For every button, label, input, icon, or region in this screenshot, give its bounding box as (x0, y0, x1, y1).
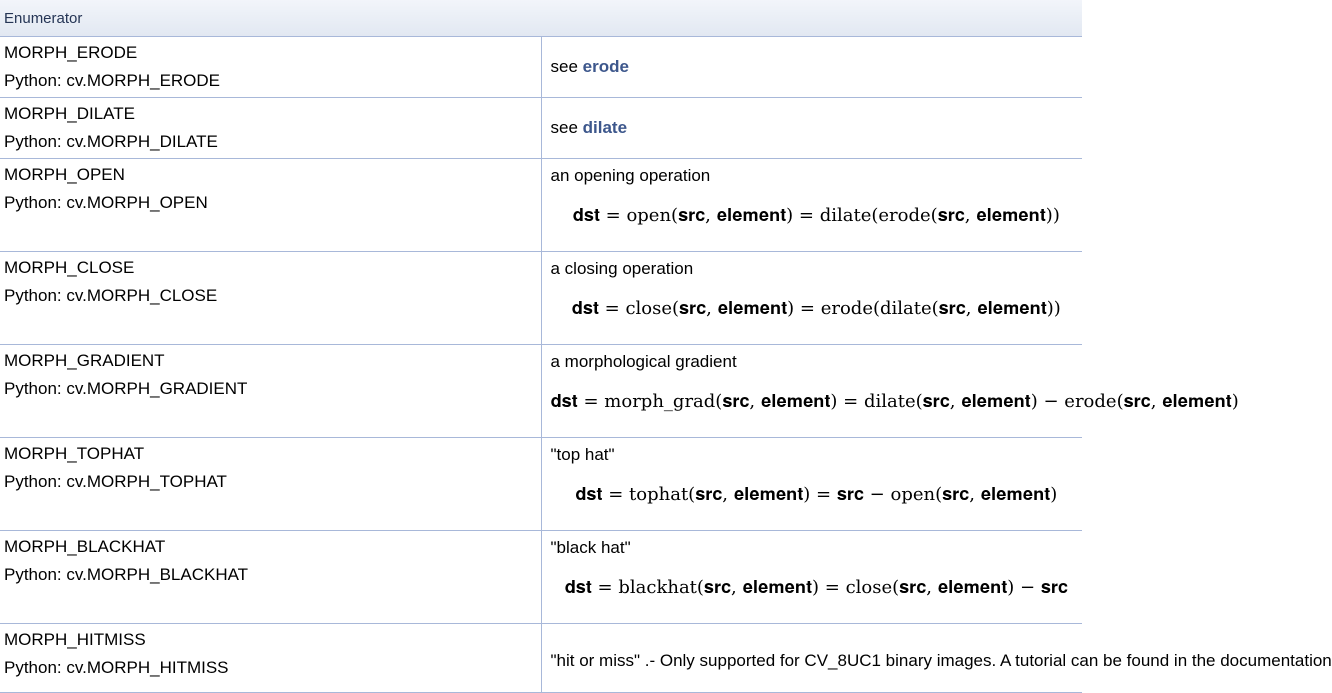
enum-description-cell: a morphological gradient 𝐝𝐬𝐭 = morph_gra… (541, 344, 1239, 438)
enum-python-name: Python: cv.MORPH_BLACKHAT (4, 565, 249, 584)
table-row: MORPH_OPEN Python: cv.MORPH_OPEN an open… (0, 158, 1082, 252)
formula: 𝐝𝐬𝐭 = close(𝐬𝐫𝐜, 𝐞𝐥𝐞𝐦𝐞𝐧𝐭) = erode(dilate… (571, 298, 1061, 319)
table-header-row: Enumerator (0, 0, 1082, 37)
enum-python-name: Python: cv.MORPH_TOPHAT (4, 472, 227, 491)
enum-description-cell: see dilate (541, 97, 1082, 159)
enum-description: "hit or miss" .- Only supported for CV_8… (550, 651, 1332, 670)
enumerator-header: Enumerator (0, 0, 1082, 37)
enum-name: MORPH_OPEN (4, 165, 125, 184)
formula: 𝐝𝐬𝐭 = blackhat(𝐬𝐫𝐜, 𝐞𝐥𝐞𝐦𝐞𝐧𝐭) = close(𝐬𝐫𝐜… (564, 577, 1068, 598)
enum-description-cell: "top hat" 𝐝𝐬𝐭 = tophat(𝐬𝐫𝐜, 𝐞𝐥𝐞𝐦𝐞𝐧𝐭) = 𝐬… (541, 437, 1082, 531)
enum-name-cell: MORPH_BLACKHAT Python: cv.MORPH_BLACKHAT (0, 530, 542, 624)
enum-python-name: Python: cv.MORPH_OPEN (4, 193, 208, 212)
enum-name-cell: MORPH_GRADIENT Python: cv.MORPH_GRADIENT (0, 344, 542, 438)
table-row: MORPH_ERODE Python: cv.MORPH_ERODE see e… (0, 36, 1082, 98)
enum-description-cell: see erode (541, 36, 1082, 98)
see-text: see (550, 57, 583, 76)
enum-description: "top hat" (550, 445, 615, 464)
table-row: MORPH_TOPHAT Python: cv.MORPH_TOPHAT "to… (0, 437, 1082, 531)
enum-name: MORPH_TOPHAT (4, 444, 145, 463)
enum-name: MORPH_BLACKHAT (4, 537, 166, 556)
table-row: MORPH_BLACKHAT Python: cv.MORPH_BLACKHAT… (0, 530, 1082, 624)
enum-name-cell: MORPH_TOPHAT Python: cv.MORPH_TOPHAT (0, 437, 542, 531)
table-row: MORPH_DILATE Python: cv.MORPH_DILATE see… (0, 97, 1082, 159)
enum-name-cell: MORPH_OPEN Python: cv.MORPH_OPEN (0, 158, 542, 252)
enum-python-name: Python: cv.MORPH_HITMISS (4, 658, 229, 677)
enum-python-name: Python: cv.MORPH_GRADIENT (4, 379, 248, 398)
enum-description-cell: an opening operation 𝐝𝐬𝐭 = open(𝐬𝐫𝐜, 𝐞𝐥𝐞… (541, 158, 1082, 252)
enum-description-cell: a closing operation 𝐝𝐬𝐭 = close(𝐬𝐫𝐜, 𝐞𝐥𝐞… (541, 251, 1082, 345)
dilate-link[interactable]: dilate (582, 118, 628, 137)
enum-name-cell: MORPH_DILATE Python: cv.MORPH_DILATE (0, 97, 542, 159)
enum-name: MORPH_GRADIENT (4, 351, 165, 370)
enum-description: an opening operation (550, 166, 711, 185)
table-row: MORPH_HITMISS Python: cv.MORPH_HITMISS "… (0, 623, 1332, 693)
enum-description: a morphological gradient (550, 352, 737, 371)
enum-python-name: Python: cv.MORPH_DILATE (4, 132, 218, 151)
formula: 𝐝𝐬𝐭 = morph_grad(𝐬𝐫𝐜, 𝐞𝐥𝐞𝐦𝐞𝐧𝐭) = dilate(… (550, 391, 1239, 412)
enum-python-name: Python: cv.MORPH_CLOSE (4, 286, 218, 305)
enum-name-cell: MORPH_ERODE Python: cv.MORPH_ERODE (0, 36, 542, 98)
erode-link[interactable]: erode (582, 57, 629, 76)
enum-name-cell: MORPH_CLOSE Python: cv.MORPH_CLOSE (0, 251, 542, 345)
enum-python-name: Python: cv.MORPH_ERODE (4, 71, 221, 90)
see-text: see (550, 118, 583, 137)
enum-description-cell: "hit or miss" .- Only supported for CV_8… (541, 623, 1332, 693)
formula: 𝐝𝐬𝐭 = open(𝐬𝐫𝐜, 𝐞𝐥𝐞𝐦𝐞𝐧𝐭) = dilate(erode(… (572, 205, 1060, 226)
enum-description-cell: "black hat" 𝐝𝐬𝐭 = blackhat(𝐬𝐫𝐜, 𝐞𝐥𝐞𝐦𝐞𝐧𝐭)… (541, 530, 1082, 624)
enum-description: "black hat" (550, 538, 631, 557)
formula: 𝐝𝐬𝐭 = tophat(𝐬𝐫𝐜, 𝐞𝐥𝐞𝐦𝐞𝐧𝐭) = 𝐬𝐫𝐜 − open(… (575, 484, 1058, 505)
enum-name-cell: MORPH_HITMISS Python: cv.MORPH_HITMISS (0, 623, 542, 693)
table-row: MORPH_CLOSE Python: cv.MORPH_CLOSE a clo… (0, 251, 1082, 345)
enum-description: a closing operation (550, 259, 694, 278)
enum-name: MORPH_DILATE (4, 104, 135, 123)
table-row: MORPH_GRADIENT Python: cv.MORPH_GRADIENT… (0, 344, 1239, 438)
enum-name: MORPH_HITMISS (4, 630, 146, 649)
enum-name: MORPH_ERODE (4, 43, 138, 62)
enum-name: MORPH_CLOSE (4, 258, 135, 277)
